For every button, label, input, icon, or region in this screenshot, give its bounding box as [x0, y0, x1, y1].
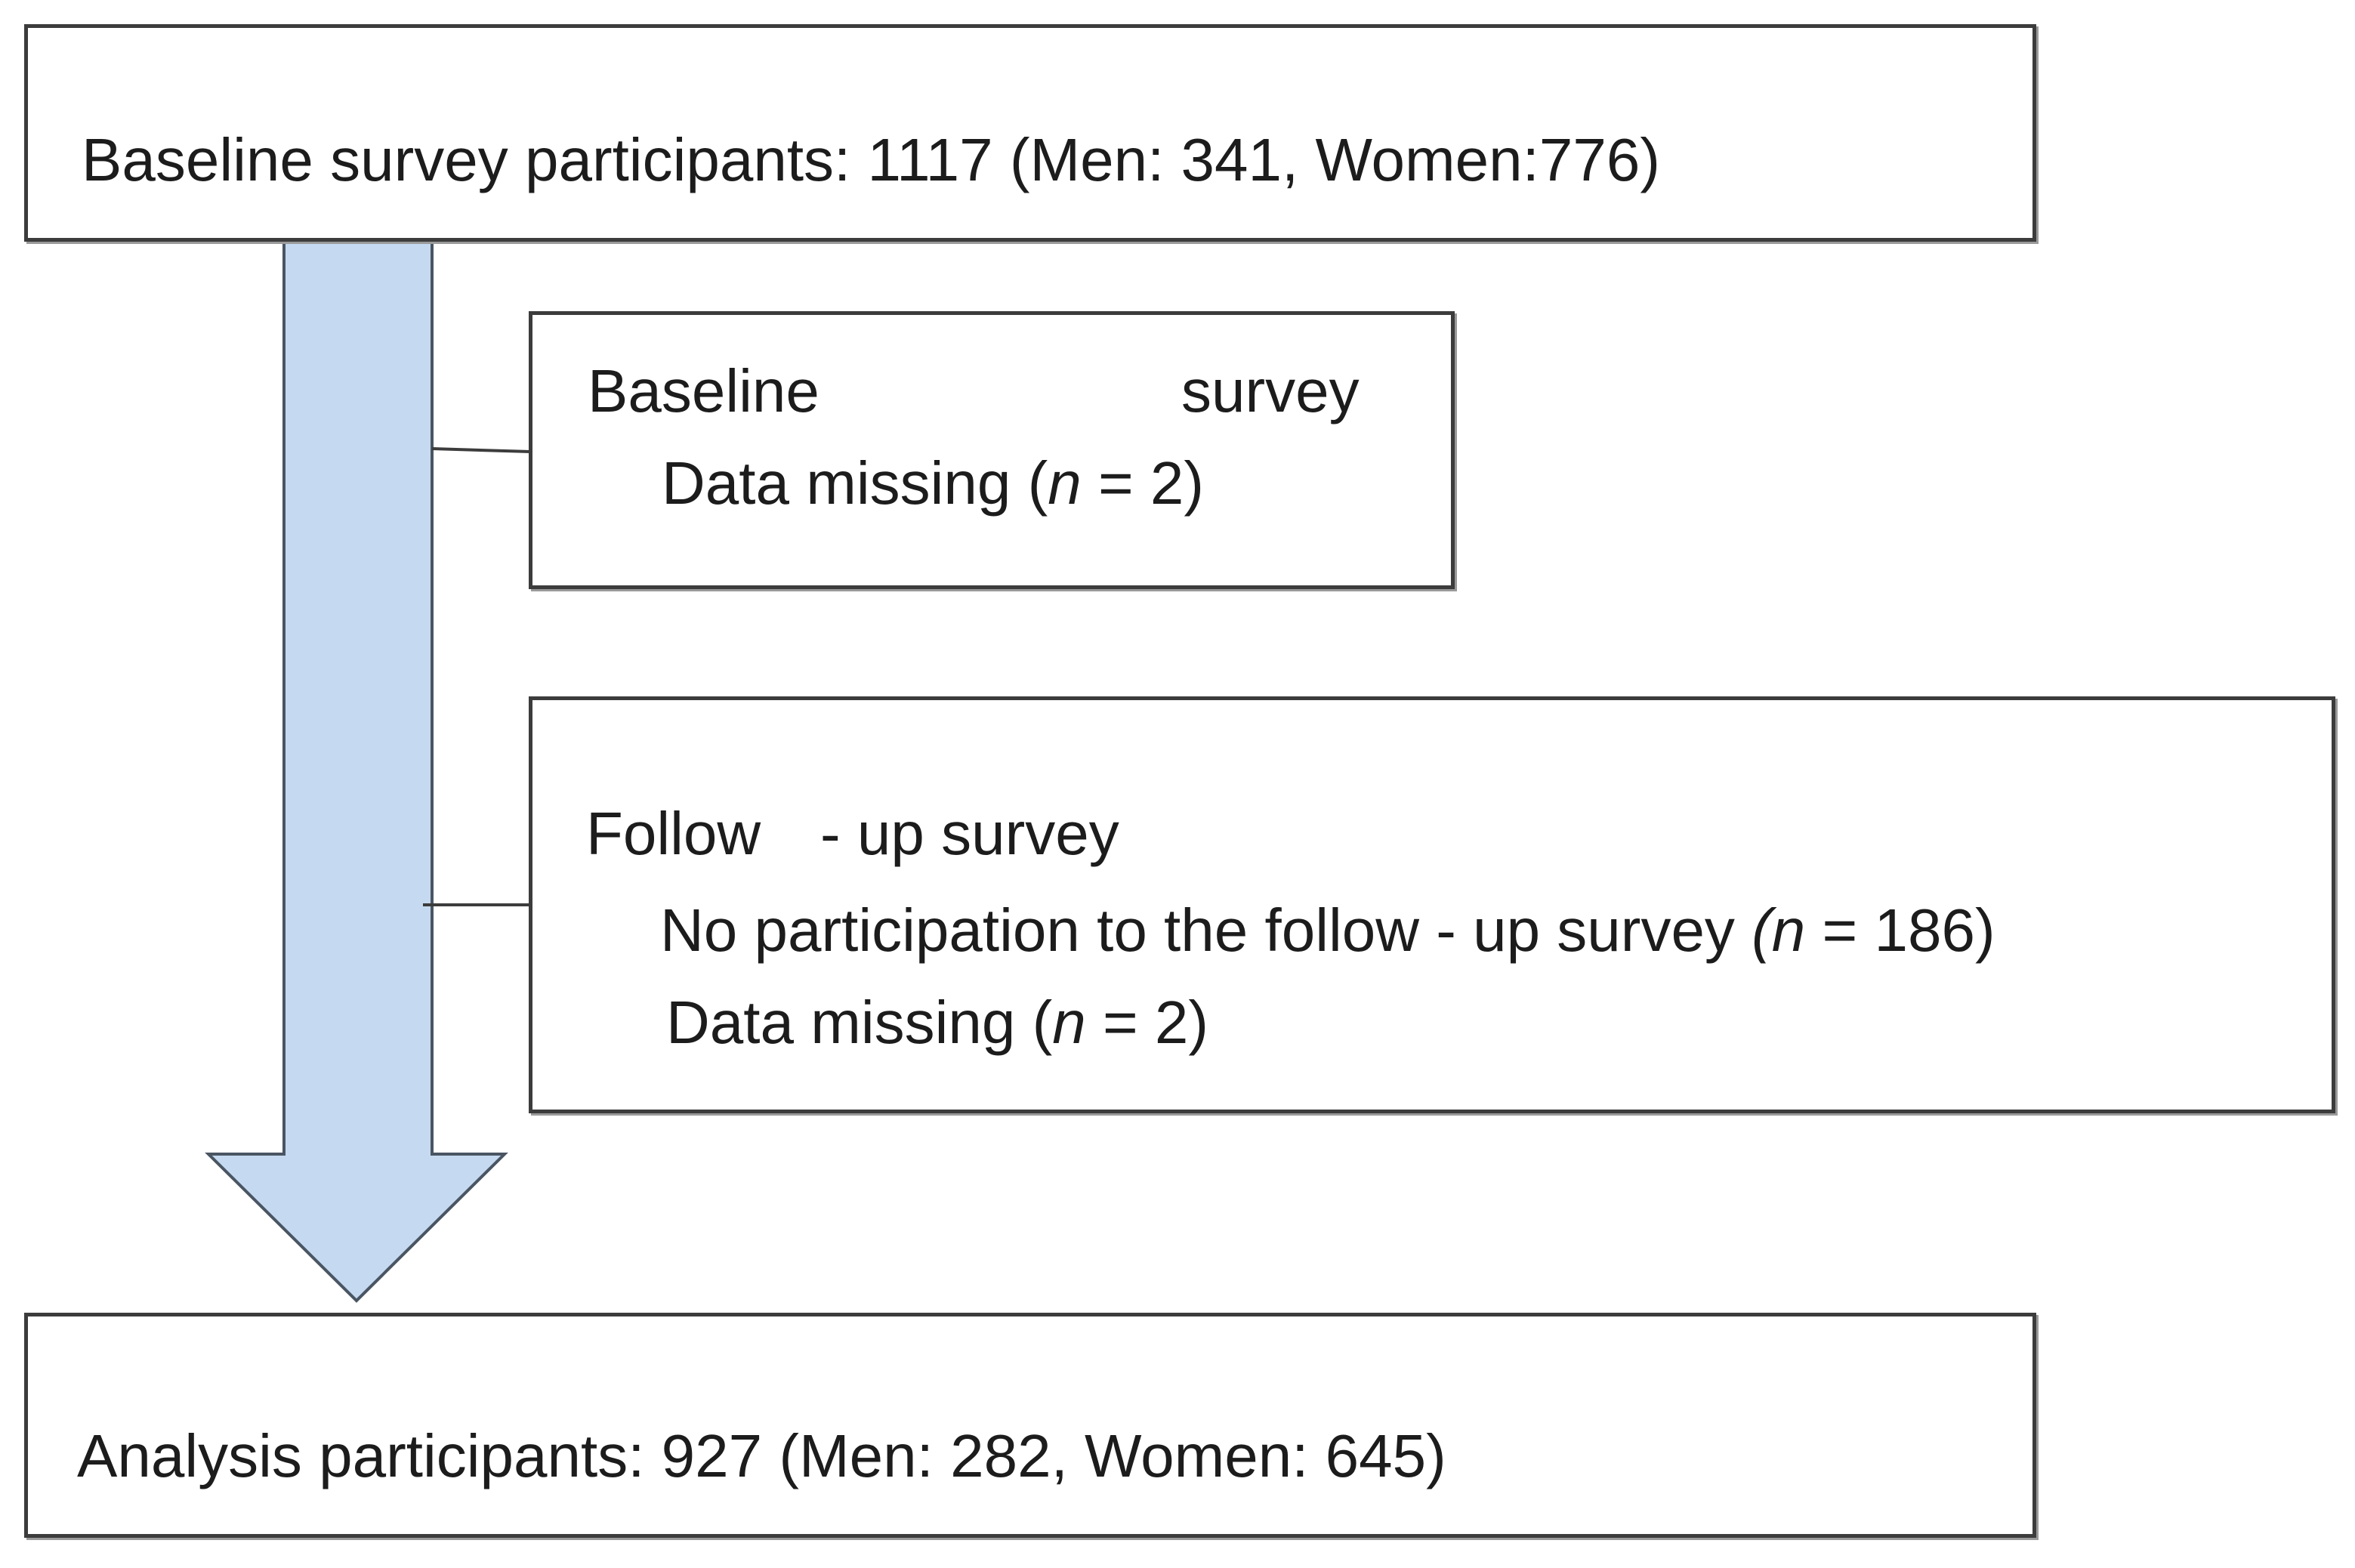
baseline-participants-box — [24, 24, 2036, 242]
followup-exclusion-heading-left: Follow — [586, 800, 761, 867]
down-arrow-shape — [205, 239, 508, 1303]
baseline-missing-suffix: = 2) — [1081, 449, 1205, 517]
baseline-missing-n: n — [1048, 449, 1082, 517]
baseline-exclusion-missing-line: Data missing (n = 2) — [662, 453, 1204, 514]
followup-exclusion-heading-right: - up survey — [820, 800, 1119, 867]
no-participation-text: No participation to the follow - up surv… — [660, 897, 1752, 964]
analysis-participants-box — [24, 1313, 2036, 1538]
analysis-participants-text: Analysis participants: 927 (Men: 282, Wo… — [77, 1422, 1446, 1489]
no-participation-suffix: = 186) — [1805, 897, 1995, 964]
baseline-missing-prefix: Data missing ( — [662, 449, 1048, 517]
followup-missing-suffix: = 2) — [1085, 989, 1209, 1056]
connector-line-1 — [431, 447, 531, 453]
followup-missing-n: n — [1052, 989, 1086, 1056]
followup-missing-line: Data missing (n = 2) — [666, 992, 1208, 1053]
no-participation-n: n — [1771, 897, 1806, 964]
baseline-exclusion-heading-left: Baseline — [588, 357, 819, 424]
followup-missing-prefix: Data missing ( — [666, 989, 1053, 1056]
baseline-exclusion-heading-right: survey — [1181, 357, 1360, 424]
baseline-exclusion-box — [529, 311, 1455, 589]
followup-exclusion-box — [529, 696, 2335, 1113]
followup-no-participation-line: No participation to the follow - up surv… — [660, 900, 1995, 961]
no-participation-open: ( — [1752, 897, 1772, 964]
baseline-participants-text: Baseline survey participants: 1117 (Men:… — [82, 126, 1660, 193]
